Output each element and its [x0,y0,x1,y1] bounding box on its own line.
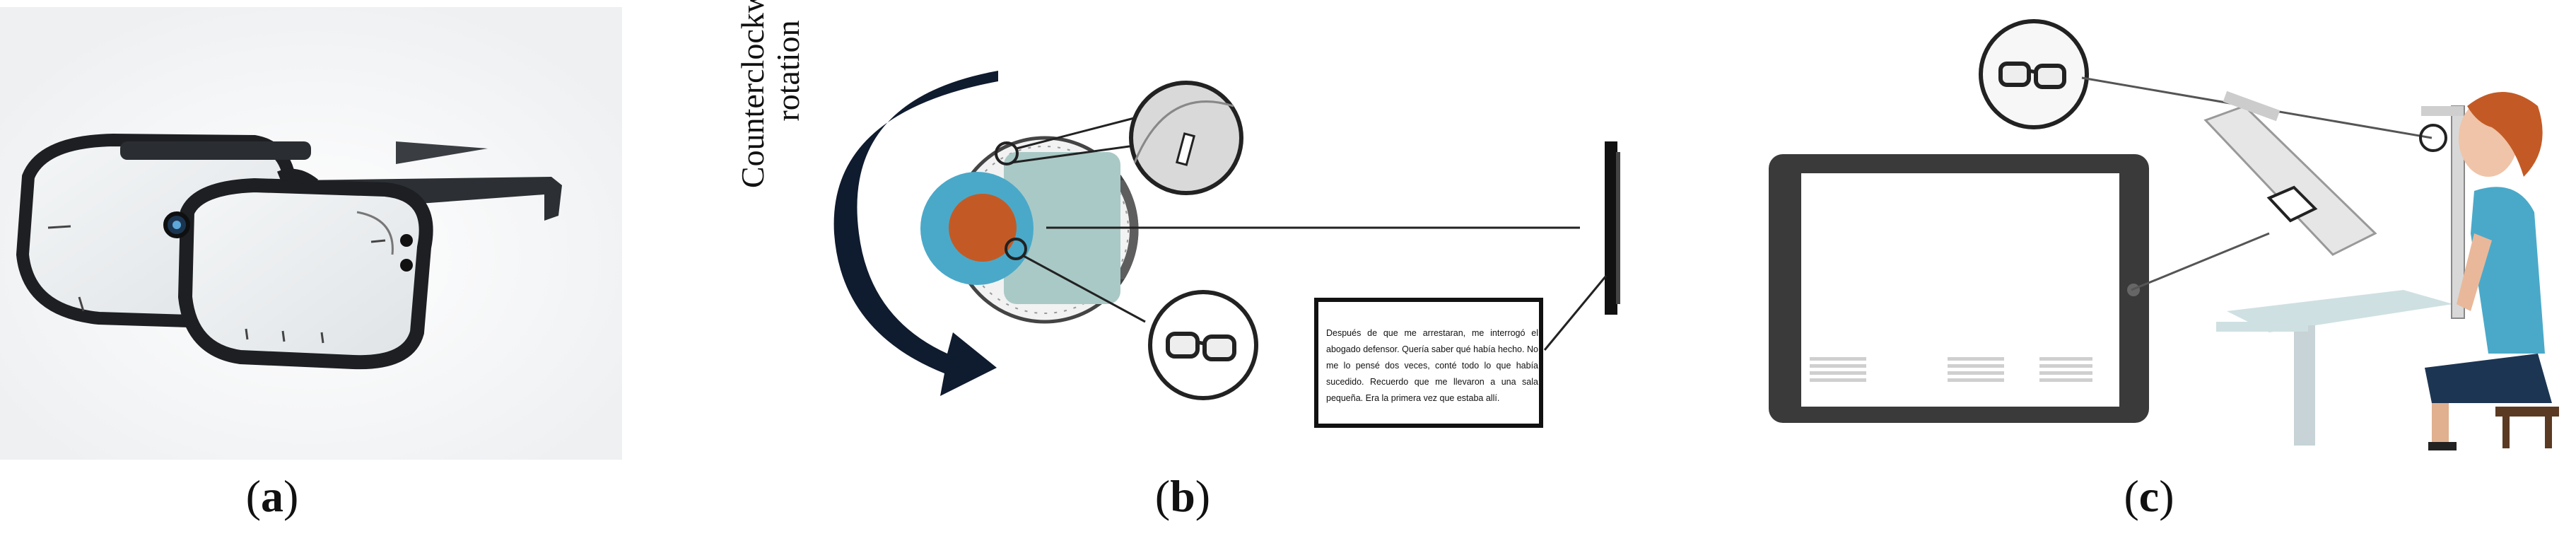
panel-label-c: (c) [2124,471,2174,521]
reading-text: Después de que me arrestaran, me interro… [1326,328,1538,403]
panel-c: (c) [1697,0,2576,553]
panel-label-a: (a) [245,471,299,521]
rotation-label: Counterclockwise rotation [734,0,806,189]
panel-label-b: (b) [1154,471,1211,521]
person-torso [2471,187,2545,354]
glasses-icon-c [1998,62,2066,89]
panel-a: (a) [0,0,622,553]
person-hair [2467,92,2543,177]
panel-label-b-letter: b [1170,471,1195,521]
eye-tracking-glasses-illustration [0,7,622,460]
panel-label-c-letter: c [2138,471,2160,521]
reading-setup-illustration [1769,19,2559,450]
panel-label-a-letter: a [261,471,283,521]
reading-stand [2203,105,2377,256]
